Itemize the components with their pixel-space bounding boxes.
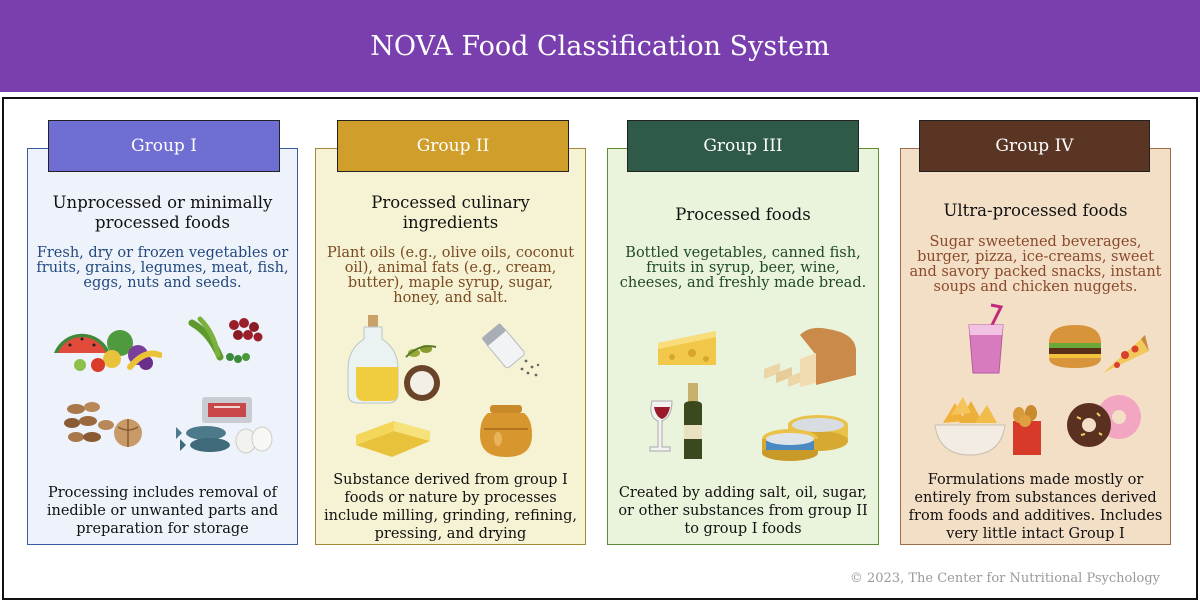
butter-icon bbox=[356, 421, 430, 457]
group-1-note: Processing includes removal of inedible … bbox=[46, 485, 279, 537]
group-3-heading: Processed foods bbox=[675, 205, 811, 224]
group-1-label: Group I bbox=[131, 136, 197, 156]
salt-shaker-icon bbox=[482, 323, 540, 377]
group-2-note: Substance derived from group I foods or … bbox=[323, 472, 578, 542]
chips-nuggets-icon bbox=[934, 397, 1041, 456]
donuts-icon bbox=[1067, 395, 1141, 447]
group-2-examples: Plant oils (e.g., olive oils, coconut oi… bbox=[326, 245, 575, 306]
group-3-note: Created by adding salt, oil, sugar, or o… bbox=[618, 485, 868, 537]
group-4-heading: Ultra-processed foods bbox=[943, 201, 1128, 220]
group-1-card: Unprocessed or minimally processed foods… bbox=[27, 148, 298, 545]
copyright-notice: © 2023, The Center for Nutritional Psych… bbox=[849, 571, 1160, 586]
canned-fish-icon bbox=[762, 415, 848, 461]
honey-pot-icon bbox=[480, 405, 532, 457]
group-2-card: Processed culinary ingredients Plant oil… bbox=[315, 148, 586, 545]
bread-loaf-icon bbox=[764, 327, 856, 387]
group-1-heading: Unprocessed or minimally processed foods bbox=[52, 193, 273, 232]
group-3-card: Processed foods Bottled vegetables, cann… bbox=[607, 148, 879, 545]
legumes-beans-icon bbox=[188, 316, 263, 363]
group-4-note: Formulations made mostly or entirely fro… bbox=[908, 472, 1163, 542]
wine-bottle-icon bbox=[649, 383, 702, 459]
header-banner: NOVA Food Classification System bbox=[0, 0, 1200, 92]
group-3-examples: Bottled vegetables, canned fish, fruits … bbox=[619, 245, 867, 291]
group-1-examples: Fresh, dry or frozen vegetables or fruit… bbox=[36, 245, 289, 291]
nuts-icon bbox=[64, 402, 142, 447]
group-3-label: Group III bbox=[703, 136, 783, 156]
group-4-examples: Sugar sweetened beverages, burger, pizza… bbox=[909, 234, 1162, 295]
group-4-tab: Group IV bbox=[919, 120, 1150, 172]
group-2-label: Group II bbox=[416, 136, 490, 156]
fruits-vegetables-icon bbox=[54, 330, 162, 372]
group-2-heading: Processed culinary ingredients bbox=[371, 193, 530, 232]
olive-oil-coconut-icon bbox=[347, 315, 440, 404]
burger-pizza-icon bbox=[1049, 325, 1149, 373]
page-title: NOVA Food Classification System bbox=[370, 30, 830, 62]
cheese-icon bbox=[658, 331, 716, 365]
meat-fish-eggs-icon bbox=[176, 397, 273, 454]
group-4-label: Group IV bbox=[995, 136, 1074, 156]
group-3-tab: Group III bbox=[627, 120, 859, 172]
group-4-card: Ultra-processed foods Sugar sweetened be… bbox=[900, 148, 1171, 545]
group-2-tab: Group II bbox=[337, 120, 569, 172]
group-1-tab: Group I bbox=[48, 120, 280, 172]
soda-drink-icon bbox=[968, 303, 1004, 374]
